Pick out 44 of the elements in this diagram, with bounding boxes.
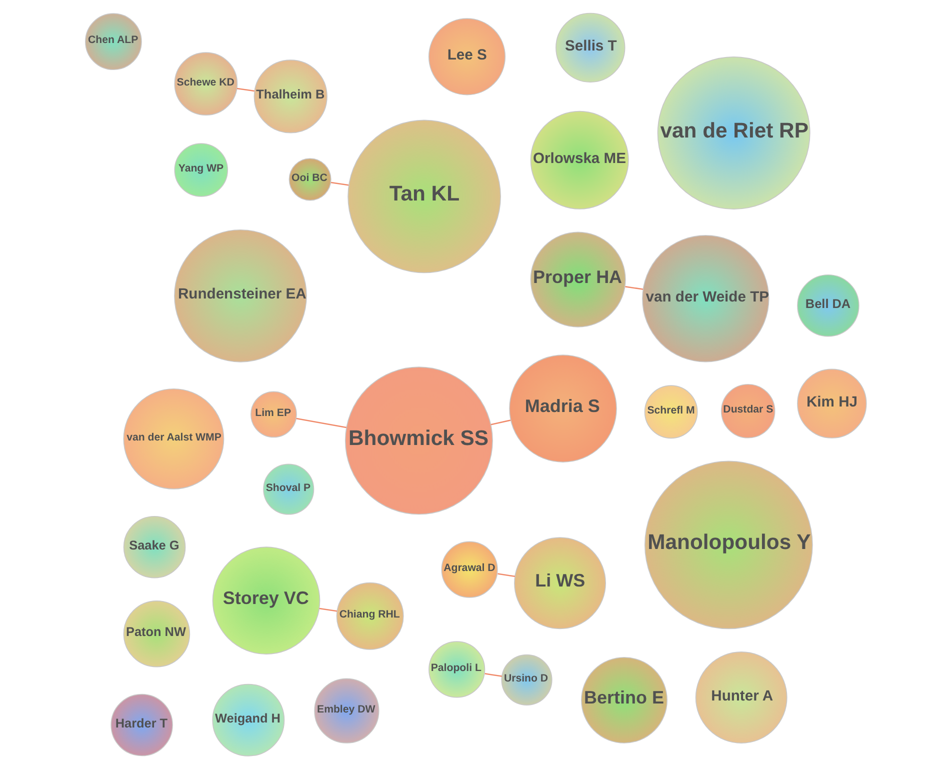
- node-circle: Ursino D: [501, 654, 552, 705]
- node-circle: Chiang RHL: [336, 582, 404, 650]
- node-circle: Lim EP: [250, 390, 297, 438]
- connector: [484, 672, 502, 676]
- node-circle: Hunter A: [695, 651, 788, 743]
- node-circle: Schrefl M: [644, 384, 698, 438]
- node-circle: Rundensteiner EA: [174, 228, 307, 362]
- node-circle: Palopoli L: [428, 640, 486, 698]
- node-circle: Shoval P: [263, 463, 314, 514]
- connector: [498, 572, 516, 576]
- node-circle: Saake G: [123, 515, 186, 578]
- node-circle: Manolopoulos Y: [644, 460, 813, 629]
- connector: [319, 607, 338, 612]
- connector: [330, 181, 349, 186]
- node-circle: van de Riet RP: [657, 56, 810, 210]
- node-circle: Ooi BC: [288, 158, 332, 200]
- node-circle: Harder T: [110, 693, 173, 756]
- node-circle: Bell DA: [797, 274, 860, 336]
- connector: [490, 419, 511, 425]
- node-circle: Proper HA: [530, 231, 626, 327]
- node-circle: van der Aalst WMP: [123, 388, 224, 489]
- node-circle: Madria S: [509, 354, 617, 462]
- node-circle: Dustdar S: [720, 383, 776, 438]
- connector: [296, 417, 347, 428]
- node-circle: Bertino E: [581, 656, 668, 743]
- node-circle: Chen ALP: [85, 12, 142, 70]
- connector: [236, 87, 254, 92]
- node-circle: Tan KL: [348, 119, 501, 273]
- node-circle: Bhowmick SS: [344, 366, 493, 514]
- node-circle: Schewe KD: [174, 52, 238, 116]
- node-circle: Lee S: [428, 18, 506, 95]
- node-circle: Kim HJ: [797, 368, 867, 438]
- node-circle: Embley DW: [314, 678, 380, 743]
- node-circle: Paton NW: [123, 600, 190, 667]
- node-circle: Yang WP: [174, 142, 228, 196]
- node-circle: Thalheim B: [254, 59, 328, 133]
- node-circle: Li WS: [514, 536, 606, 629]
- node-circle: Agrawal D: [441, 540, 498, 598]
- node-circle: van der Weide TP: [642, 234, 770, 362]
- node-circle: Weigand H: [212, 683, 285, 756]
- node-circle: Orlowska ME: [530, 110, 629, 209]
- connector: [625, 285, 644, 290]
- node-circle: Sellis T: [556, 12, 626, 82]
- node-circle: Storey VC: [212, 546, 320, 654]
